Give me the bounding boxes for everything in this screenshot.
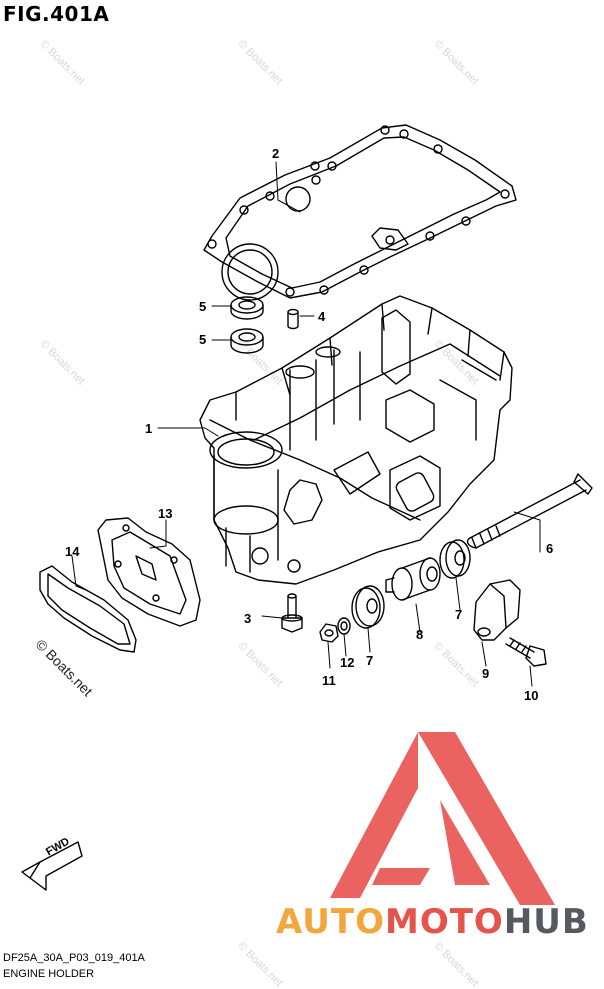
rubber-mount-part-8 (385, 557, 441, 601)
figure-name: ENGINE HOLDER (3, 968, 95, 980)
callout-13: 13 (158, 506, 173, 521)
plate-part-13 (97, 517, 201, 627)
brand-logo-mark (330, 732, 555, 905)
callout-5-upper: 5 (199, 299, 207, 314)
callout-11: 11 (322, 673, 336, 688)
callout-6: 6 (546, 541, 554, 556)
oil-seal-part-5-upper (230, 296, 264, 320)
brand-hub: HUB (503, 902, 589, 942)
mount-cover-part-9 (473, 579, 521, 641)
callout-14: 14 (65, 544, 80, 559)
callout-9: 9 (482, 666, 490, 681)
figure-code: DF25A_30A_P03_019_401A (3, 952, 145, 964)
gasket-part-2 (203, 124, 517, 301)
mount-washer-part-7-right (439, 539, 471, 579)
brand-moto: MOTO (384, 902, 504, 942)
figure-title: FIG.401A (3, 2, 110, 26)
brand-auto: AUTO (276, 902, 385, 942)
bolt-part-10 (505, 637, 547, 667)
engine-holder-part-1 (199, 295, 513, 585)
callout-7-left: 7 (366, 653, 374, 668)
bolt-part-6 (466, 473, 593, 549)
callout-1: 1 (145, 421, 153, 436)
callout-8: 8 (416, 627, 424, 642)
washer-part-12 (337, 617, 351, 635)
brand-wordmark: AUTOMOTOHUB (276, 902, 589, 942)
callout-2: 2 (272, 146, 280, 161)
bolt-part-3 (281, 593, 303, 633)
callout-4: 4 (318, 309, 326, 324)
nut-part-11 (319, 623, 339, 643)
callout-3: 3 (244, 611, 252, 626)
dowel-pin-part-4 (287, 308, 299, 330)
fwd-arrow-icon (21, 841, 83, 891)
callout-leaders (71, 161, 541, 687)
callout-12: 12 (340, 655, 355, 670)
callout-10: 10 (524, 688, 539, 703)
oil-seal-part-5-lower (230, 328, 264, 354)
gasket-part-14 (39, 565, 137, 653)
callout-5-lower: 5 (199, 332, 207, 347)
mount-washer-part-7-left (351, 585, 385, 629)
callout-7-right: 7 (455, 607, 463, 622)
